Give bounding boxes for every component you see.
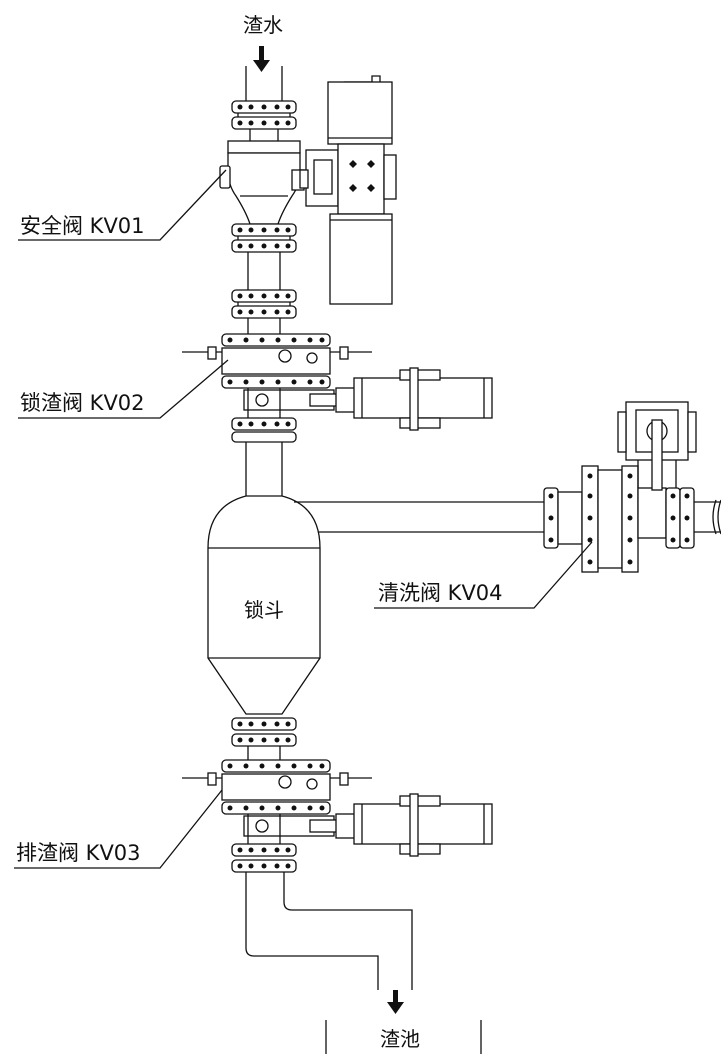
label-kv01: 安全阀 KV01 xyxy=(20,214,145,238)
flange-kv02-lower xyxy=(231,417,297,443)
flange-kv01-lower xyxy=(231,223,297,253)
outlet-arrow-icon xyxy=(387,990,404,1014)
actuator-kv04 xyxy=(617,401,697,491)
label-kv02: 锁渣阀 KV02 xyxy=(20,391,145,415)
valve-kv02 xyxy=(182,333,372,411)
inlet-arrow-icon xyxy=(253,46,270,72)
inlet-label: 渣水 xyxy=(243,13,283,37)
flush-pipe xyxy=(294,501,544,533)
leader-kv03 xyxy=(14,789,223,869)
hopper-label: 锁斗 xyxy=(244,598,284,622)
outlet-label: 渣池 xyxy=(380,1027,420,1051)
leader-kv01 xyxy=(18,169,227,241)
lock-hopper-vessel xyxy=(207,495,321,715)
valve-kv03 xyxy=(182,759,372,837)
actuator-kv03 xyxy=(335,793,493,857)
label-kv04: 清洗阀 KV04 xyxy=(378,581,503,605)
flange-hopper-outlet xyxy=(231,717,297,747)
outlet-pipe xyxy=(245,872,413,990)
flange-top xyxy=(231,100,297,130)
actuator-kv02 xyxy=(335,367,493,431)
leader-kv02 xyxy=(18,359,229,419)
actuator-kv01 xyxy=(299,75,397,305)
label-kv03: 排渣阀 KV03 xyxy=(16,841,141,865)
leader-kv04 xyxy=(374,541,593,609)
valve-kv04 xyxy=(543,465,721,573)
flange-kv03-lower xyxy=(231,843,297,873)
valve-kv01 xyxy=(219,140,305,225)
inlet-pipe xyxy=(245,66,283,101)
flange-spool xyxy=(231,289,297,319)
